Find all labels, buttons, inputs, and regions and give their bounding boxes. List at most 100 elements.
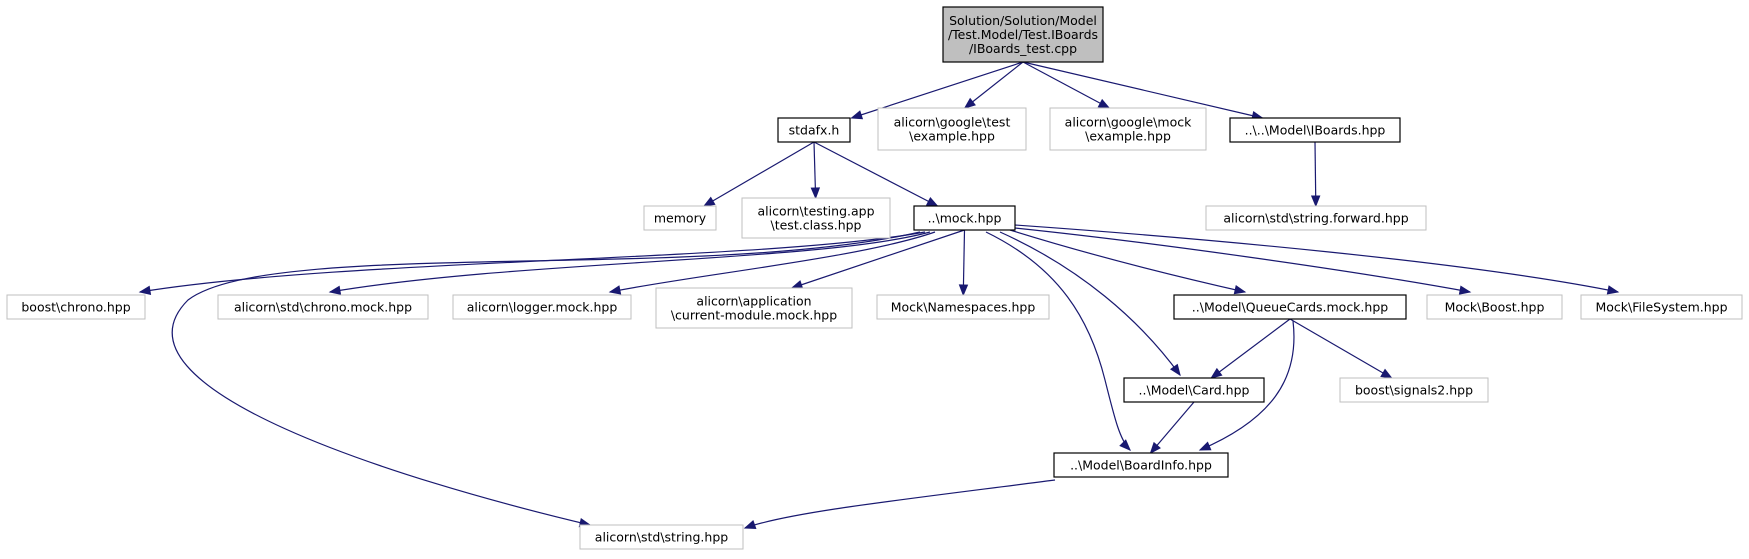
edge-queuecards_mock-to-card — [1210, 318, 1291, 379]
edge-root-to-gmock_example — [1022, 61, 1111, 109]
node-box — [1205, 205, 1427, 231]
node-testing-app: alicorn\testing.app\test.class.hpp — [741, 197, 891, 239]
node-box — [1229, 117, 1401, 143]
arrowhead-icon — [810, 187, 821, 200]
node-label: alicorn\logger.mock.hpp — [467, 300, 618, 315]
edge-line — [791, 229, 965, 289]
node-label: alicorn\std\string.forward.hpp — [1223, 211, 1408, 226]
arrowhead-icon — [328, 285, 342, 295]
node-box — [655, 287, 853, 329]
node-label: memory — [654, 211, 707, 226]
node-std-string: alicorn\std\string.hpp — [579, 524, 744, 550]
node-label: Mock\FileSystem.hpp — [1595, 300, 1727, 315]
arrowhead-icon — [850, 110, 864, 120]
nodes-layer: Solution/Solution/Model/Test.Model/Test.… — [6, 6, 1743, 550]
node-box — [6, 294, 146, 320]
arrowhead-icon — [1198, 441, 1212, 451]
node-boost-chrono: boost\chrono.hpp — [6, 294, 146, 320]
node-iboards[interactable]: ..\..\Model\IBoards.hpp — [1229, 117, 1401, 143]
edge-mock-to-logger_mock — [608, 231, 936, 295]
edges-layer — [138, 61, 1620, 529]
node-current-module-mock: alicorn\application\current-module.mock.… — [655, 287, 853, 329]
edge-card-to-boardinfo — [1149, 401, 1195, 455]
node-stdafx[interactable]: stdafx.h — [777, 117, 851, 143]
edge-mock-to-mock_filesystem — [1014, 224, 1620, 295]
node-mock[interactable]: ..\mock.hpp — [913, 205, 1016, 231]
edge-line — [985, 231, 1131, 451]
node-box — [1426, 294, 1563, 320]
arrowhead-icon — [925, 196, 939, 207]
node-box — [942, 6, 1104, 63]
node-box — [579, 524, 744, 550]
arrowhead-icon — [743, 520, 757, 529]
arrowhead-icon — [138, 285, 152, 295]
node-label: alicorn\testing.app — [757, 204, 874, 219]
node-label: Mock\Namespaces.hpp — [891, 300, 1036, 315]
node-label: \current-module.mock.hpp — [671, 308, 837, 323]
edge-line — [1199, 320, 1295, 451]
arrowhead-icon — [1310, 195, 1321, 208]
edge-line — [1150, 401, 1195, 454]
edge-iboards-to-string_forward — [1310, 141, 1321, 208]
edge-line — [1022, 61, 1263, 119]
node-box — [1339, 377, 1489, 403]
edge-line — [1314, 141, 1317, 207]
node-box — [643, 205, 717, 231]
node-label: \example.hpp — [909, 129, 995, 144]
edge-line — [1014, 224, 1619, 293]
node-box — [1049, 107, 1207, 151]
edge-line — [744, 479, 1056, 529]
edge-queuecards_mock-to-signals2 — [1289, 318, 1393, 379]
node-label: /Test.Model/Test.IBoards — [948, 27, 1098, 42]
node-queuecards-mock[interactable]: ..\Model\QueueCards.mock.hpp — [1173, 294, 1407, 320]
edge-mock-to-boardinfo — [985, 231, 1131, 451]
arrowhead-icon — [1380, 368, 1393, 379]
arrowhead-icon — [1210, 367, 1223, 379]
node-gtest-example: alicorn\google\test\example.hpp — [877, 107, 1027, 151]
edge-root-to-gtest_example — [963, 61, 1024, 109]
node-box — [1053, 452, 1229, 478]
node-box — [913, 205, 1016, 231]
node-card[interactable]: ..\Model\Card.hpp — [1123, 377, 1265, 403]
node-box — [777, 117, 851, 143]
node-label: alicorn\google\mock — [1065, 115, 1192, 130]
node-box — [217, 294, 429, 320]
edge-mock-to-mock_namespaces — [958, 229, 969, 297]
edge-mock-to-mock_boost — [1014, 227, 1472, 295]
arrowhead-icon — [1233, 285, 1247, 295]
edge-boardinfo-to-std_string — [743, 479, 1056, 529]
edge-line — [1022, 61, 1110, 109]
node-label: alicorn\application — [696, 294, 811, 309]
edge-line — [964, 61, 1024, 109]
node-signals2: boost\signals2.hpp — [1339, 377, 1489, 403]
edge-line — [962, 229, 966, 296]
arrowhead-icon — [1169, 363, 1181, 377]
edge-line — [609, 231, 936, 293]
node-root[interactable]: Solution/Solution/Model/Test.Model/Test.… — [942, 6, 1104, 63]
node-logger-mock: alicorn\logger.mock.hpp — [452, 294, 632, 320]
edge-line — [1014, 227, 1471, 293]
node-label: alicorn\std\chrono.mock.hpp — [234, 300, 412, 315]
node-label: ..\Model\Card.hpp — [1139, 383, 1250, 398]
node-box — [452, 294, 632, 320]
node-box — [741, 197, 891, 239]
arrowhead-icon — [958, 284, 969, 297]
node-box — [1580, 294, 1743, 320]
node-label: ..\Model\BoardInfo.hpp — [1070, 458, 1212, 473]
edge-line — [1009, 229, 1246, 293]
node-box — [877, 107, 1027, 151]
arrowhead-icon — [1097, 98, 1111, 109]
edge-line — [999, 231, 1181, 376]
arrowhead-icon — [608, 285, 622, 295]
arrowhead-icon — [1119, 439, 1131, 451]
arrowhead-icon — [790, 280, 804, 290]
node-label: Mock\Boost.hpp — [1445, 300, 1545, 315]
node-boardinfo[interactable]: ..\Model\BoardInfo.hpp — [1053, 452, 1229, 478]
node-label: /IBoards_test.cpp — [969, 41, 1077, 56]
edge-mock-to-card — [999, 231, 1181, 377]
node-mock-namespaces: Mock\Namespaces.hpp — [876, 294, 1050, 320]
edge-mock-to-chrono_mock — [328, 231, 931, 295]
node-box — [876, 294, 1050, 320]
node-box — [1173, 294, 1407, 320]
